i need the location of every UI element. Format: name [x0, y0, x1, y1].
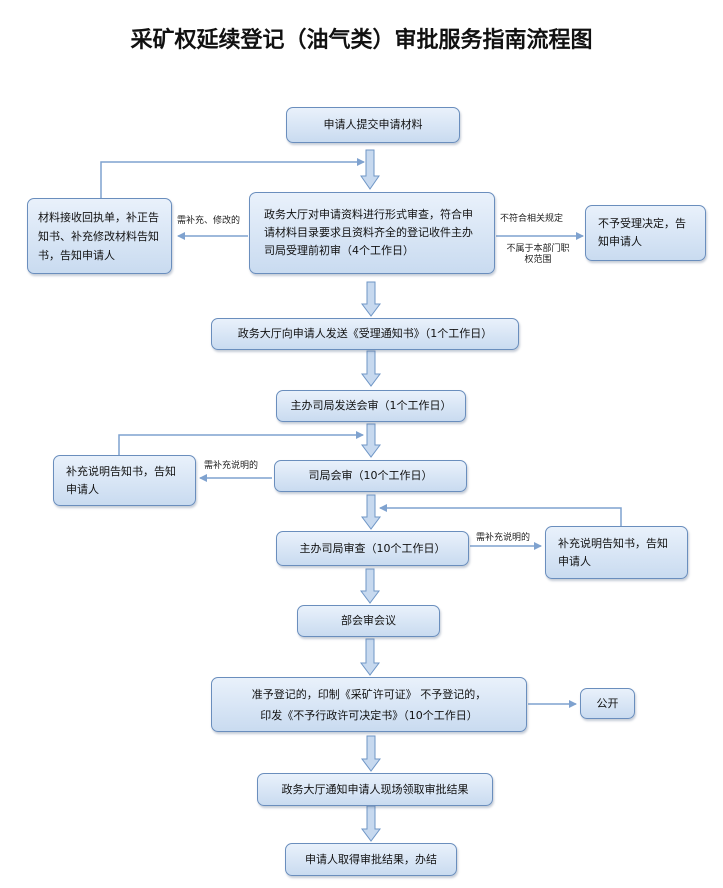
node-notify-text: 政务大厅通知申请人现场领取审批结果 — [281, 782, 469, 796]
node-receipt-text: 材料接收回执单，补正告知书、补充修改材料告知书，告知申请人 — [38, 210, 159, 262]
page-title: 采矿权延续登记（油气类）审批服务指南流程图 — [130, 27, 593, 53]
connector-receipt-return — [100, 158, 365, 198]
node-notify: 政务大厅通知申请人现场领取审批结果 — [257, 773, 493, 806]
node-decision-line2: 印发《不予行政许可决定书》（10个工作日） — [260, 708, 478, 722]
node-supplement-right-text: 补充说明告知书，告知申请人 — [558, 536, 668, 568]
node-send-review: 主办司局发送会审（1个工作日） — [276, 390, 466, 422]
node-submit-text: 申请人提交申请材料 — [323, 118, 423, 131]
down-arrow — [360, 638, 380, 676]
node-supplement-right: 补充说明告知书，告知申请人 — [545, 526, 688, 579]
node-reject-text: 不予受理决定，告知申请人 — [598, 217, 686, 248]
node-finish-text: 申请人取得审批结果，办结 — [305, 852, 437, 866]
node-host-review-text: 主办司局审查（10个工作日） — [299, 541, 446, 555]
node-finish: 申请人取得审批结果，办结 — [285, 843, 457, 876]
down-arrow — [361, 735, 381, 772]
down-arrow — [361, 350, 381, 387]
node-host-review: 主办司局审查（10个工作日） — [276, 531, 469, 566]
node-receipt: 材料接收回执单，补正告知书、补充修改材料告知书，告知申请人 — [27, 198, 172, 274]
node-publish-text: 公开 — [596, 696, 619, 710]
down-arrow — [360, 568, 380, 604]
label-not-dept: 不属于本部门职 权范围 — [498, 244, 578, 266]
node-notice: 政务大厅向申请人发送《受理通知书》（1个工作日） — [211, 318, 519, 350]
down-arrow — [361, 281, 381, 317]
node-send-review-text: 主办司局发送会审（1个工作日） — [290, 399, 452, 412]
node-joint-review: 司局会审（10个工作日） — [274, 460, 467, 492]
down-arrow — [361, 805, 381, 842]
node-review: 政务大厅对申请资料进行形式审查，符合申请材料目录要求且资料齐全的登记收件主办司局… — [249, 192, 495, 274]
label-not-dept-line2: 权范围 — [524, 255, 552, 265]
node-ministry: 部会审会议 — [297, 605, 440, 637]
node-publish: 公开 — [580, 688, 635, 719]
connector-supplement-right-return — [379, 504, 622, 526]
node-joint-review-text: 司局会审（10个工作日） — [308, 469, 433, 482]
node-supplement-left: 补充说明告知书，告知申请人 — [53, 455, 196, 506]
node-reject: 不予受理决定，告知申请人 — [585, 205, 706, 261]
label-not-match: 不符合相关规定 — [500, 214, 564, 224]
down-arrow — [361, 494, 381, 530]
down-arrow — [361, 423, 381, 458]
node-decision-line1: 准予登记的，印制《采矿许可证》 不予登记的， — [251, 687, 487, 701]
node-submit: 申请人提交申请材料 — [286, 107, 460, 143]
label-need-explain-right: 需补充说明的 — [476, 533, 531, 543]
label-need-explain-left: 需补充说明的 — [204, 461, 259, 471]
connector-supplement-left-return — [118, 431, 364, 455]
node-supplement-left-text: 补充说明告知书，告知申请人 — [66, 464, 176, 496]
label-not-dept-line1: 不属于本部门职 — [506, 244, 570, 254]
node-decision: 准予登记的，印制《采矿许可证》 不予登记的， 印发《不予行政许可决定书》（10个… — [211, 677, 527, 732]
node-review-text: 政务大厅对申请资料进行形式审查，符合申请材料目录要求且资料齐全的登记收件主办司局… — [264, 208, 473, 257]
node-notice-text: 政务大厅向申请人发送《受理通知书》（1个工作日） — [237, 327, 493, 340]
label-need-fix: 需补充、修改的 — [177, 216, 241, 226]
down-arrow — [360, 149, 380, 190]
node-ministry-text: 部会审会议 — [341, 614, 396, 627]
